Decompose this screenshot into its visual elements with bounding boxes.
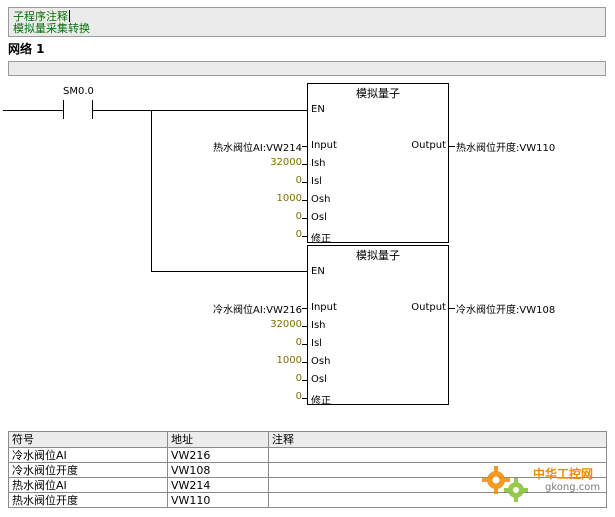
comment-cell[interactable] — [268, 492, 607, 508]
pin-ish: Ish — [311, 320, 326, 331]
subroutine-comment-box[interactable]: 子程序注释 模拟量采集转换 — [8, 7, 606, 37]
symbol-table: 符号 地址 注释 冷水阀位AI VW216 冷水阀位开度 VW108 热水阀位A… — [8, 431, 607, 508]
comment-cell[interactable] — [268, 447, 607, 463]
table-row[interactable]: 热水阀位AI VW214 — [8, 477, 607, 493]
power-rail-wire — [3, 110, 63, 111]
operand-correction[interactable]: 0 — [295, 391, 302, 402]
network-title: 网络 1 — [8, 42, 45, 56]
address-cell[interactable]: VW216 — [167, 447, 269, 463]
table-header-row: 符号 地址 注释 — [8, 431, 607, 448]
function-block-2[interactable]: 模拟量子 EN Input Ish Isl Osh Osl 修正 Output — [307, 245, 449, 407]
pin-input: Input — [311, 140, 337, 151]
operand-correction[interactable]: 0 — [295, 229, 302, 240]
pin-correction: 修正 — [311, 234, 331, 245]
address-cell[interactable]: VW108 — [167, 462, 269, 478]
operand-ish[interactable]: 32000 — [270, 319, 302, 330]
branch-wire-vertical — [151, 110, 152, 272]
operand-isl[interactable]: 0 — [295, 175, 302, 186]
rung-wire-en2 — [151, 271, 308, 272]
operand-osl[interactable]: 0 — [295, 373, 302, 384]
pin-osh: Osh — [311, 356, 331, 367]
pin-input: Input — [311, 302, 337, 313]
pin-tick — [302, 164, 308, 165]
pin-tick — [302, 236, 308, 237]
pin-tick — [302, 218, 308, 219]
pin-output: Output — [411, 302, 446, 313]
operand-osh[interactable]: 1000 — [276, 355, 302, 366]
contact-right-bar — [92, 100, 93, 119]
pin-tick — [302, 362, 308, 363]
symbol-cell[interactable]: 热水阀位AI — [8, 477, 168, 493]
symbol-cell[interactable]: 热水阀位开度 — [8, 492, 168, 508]
pin-ish: Ish — [311, 158, 326, 169]
network-comment-bar[interactable] — [8, 61, 606, 76]
operand-output[interactable]: 冷水阀位开度:VW108 — [456, 305, 556, 316]
function-block-1[interactable]: 模拟量子 EN Input Ish Isl Osh Osl 修正 Output — [307, 83, 449, 245]
pin-tick — [302, 380, 308, 381]
pin-osh: Osh — [311, 194, 331, 205]
operand-input[interactable]: 热水阀位AI:VW214 — [213, 143, 302, 154]
subroutine-comment-text: 模拟量采集转换 — [13, 22, 90, 35]
column-header-symbol[interactable]: 符号 — [8, 431, 168, 448]
block-title: 模拟量子 — [356, 87, 400, 100]
pin-isl: Isl — [311, 338, 322, 349]
operand-osl[interactable]: 0 — [295, 211, 302, 222]
pin-osl: Osl — [311, 374, 327, 385]
column-header-comment[interactable]: 注释 — [268, 431, 607, 448]
contact-left-bar — [63, 100, 64, 119]
rung-wire-en1 — [93, 110, 308, 111]
table-row[interactable]: 冷水阀位AI VW216 — [8, 447, 607, 463]
address-cell[interactable]: VW110 — [167, 492, 269, 508]
pin-tick — [302, 398, 308, 399]
subroutine-comment-title: 子程序注释 — [13, 10, 68, 23]
pin-tick — [302, 326, 308, 327]
watermark-domain: gkong.com — [545, 482, 601, 493]
pin-en: EN — [311, 104, 325, 115]
contact-label[interactable]: SM0.0 — [63, 86, 94, 97]
column-header-address[interactable]: 地址 — [167, 431, 269, 448]
operand-output[interactable]: 热水阀位开度:VW110 — [456, 143, 556, 154]
symbol-cell[interactable]: 冷水阀位开度 — [8, 462, 168, 478]
pin-tick — [449, 308, 455, 309]
pin-osl: Osl — [311, 212, 327, 223]
text-cursor — [69, 10, 70, 22]
operand-osh[interactable]: 1000 — [276, 193, 302, 204]
gear-logo-icon — [482, 466, 528, 502]
pin-tick — [449, 146, 455, 147]
pin-output: Output — [411, 140, 446, 151]
symbol-cell[interactable]: 冷水阀位AI — [8, 447, 168, 463]
operand-isl[interactable]: 0 — [295, 337, 302, 348]
pin-en: EN — [311, 266, 325, 277]
pin-tick — [302, 182, 308, 183]
address-cell[interactable]: VW214 — [167, 477, 269, 493]
pin-tick — [302, 308, 308, 309]
pin-correction: 修正 — [311, 396, 331, 407]
pin-tick — [302, 146, 308, 147]
operand-ish[interactable]: 32000 — [270, 157, 302, 168]
block-title: 模拟量子 — [356, 249, 400, 262]
pin-tick — [302, 344, 308, 345]
watermark-brand: 中华工控网 — [533, 467, 594, 481]
pin-isl: Isl — [311, 176, 322, 187]
table-row[interactable]: 热水阀位开度 VW110 — [8, 492, 607, 508]
pin-tick — [302, 200, 308, 201]
operand-input[interactable]: 冷水阀位AI:VW216 — [213, 305, 302, 316]
